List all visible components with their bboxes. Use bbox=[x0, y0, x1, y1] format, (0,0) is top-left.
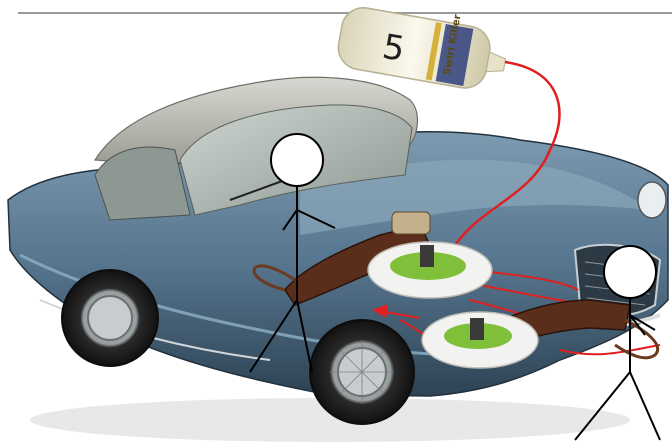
car-headlight bbox=[638, 182, 666, 218]
polish-bottle: 5 Swirl Killer bbox=[335, 0, 512, 94]
